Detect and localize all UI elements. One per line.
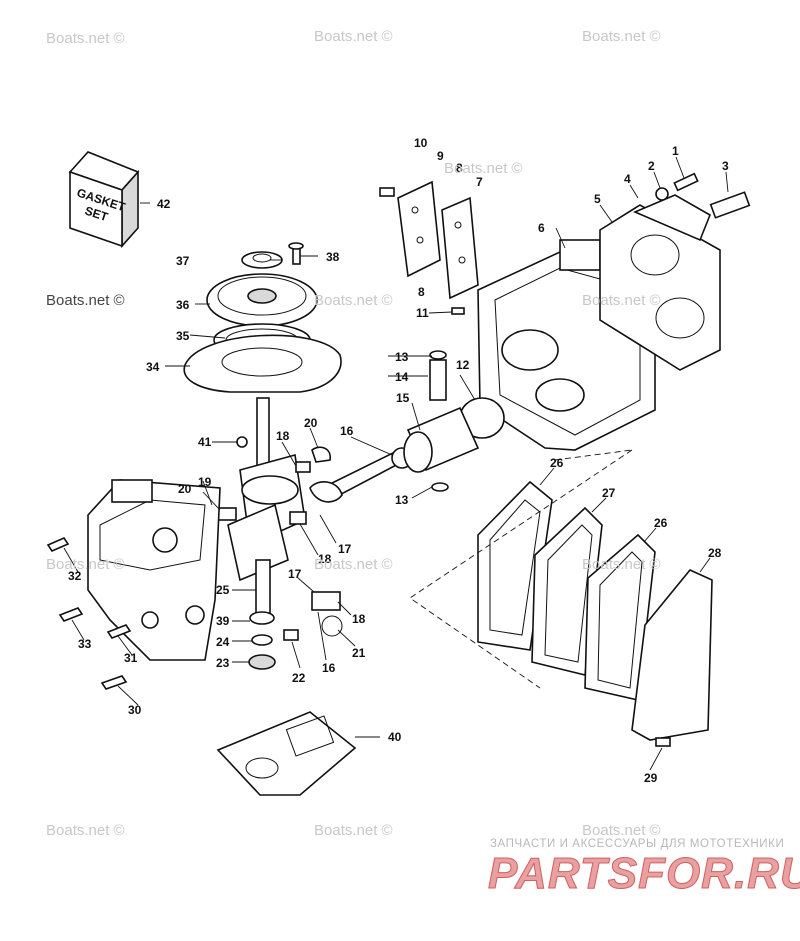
callout-6: 6: [538, 221, 545, 235]
callout-labels: 1 2 3 4 5 6 7 8 8 9 10 11 12 13 13 14 15…: [68, 136, 729, 785]
callout-17a: 17: [338, 542, 352, 556]
watermark: Boats.net ©: [582, 556, 661, 573]
callout-5: 5: [594, 192, 601, 206]
brand-logo: PARTSFOR.RU: [488, 849, 800, 899]
callout-38: 38: [326, 250, 340, 264]
callout-31: 31: [124, 651, 138, 665]
callout-16b: 16: [322, 661, 336, 675]
callout-41: 41: [198, 435, 212, 449]
callout-34: 34: [146, 360, 160, 374]
callout-36: 36: [176, 298, 190, 312]
watermark: Boats.net ©: [582, 822, 661, 839]
watermark: Boats.net ©: [46, 292, 125, 309]
callout-42: 42: [157, 197, 171, 211]
callout-18b: 18: [318, 552, 332, 566]
exhaust-plates: [379, 180, 479, 315]
callout-39: 39: [216, 614, 230, 628]
callout-15: 15: [396, 391, 410, 405]
callout-26a: 26: [550, 456, 564, 470]
callout-13b: 13: [395, 493, 409, 507]
connecting-rod: [217, 446, 413, 641]
callout-37: 37: [176, 254, 190, 268]
flywheel-assembly: [183, 242, 342, 393]
callout-12: 12: [456, 358, 470, 372]
brand-tagline: ЗАПЧАСТИ И АКСЕССУАРЫ ДЛЯ МОТОТЕХНИКИ: [490, 838, 785, 850]
callout-11: 11: [416, 306, 429, 320]
callout-17b: 17: [288, 567, 302, 581]
watermark: Boats.net ©: [46, 30, 125, 47]
base-gasket: [216, 711, 357, 796]
callout-8b: 8: [418, 285, 425, 299]
callout-8a: 8: [456, 161, 463, 175]
brand-logo-text: PARTSFOR.RU: [488, 849, 800, 898]
callout-10: 10: [414, 136, 428, 150]
callout-40: 40: [388, 730, 402, 744]
gasket-set-box: GASKET SET: [68, 151, 140, 249]
watermark: Boats.net ©: [46, 822, 125, 839]
callout-30: 30: [128, 703, 142, 717]
callout-23: 23: [216, 656, 230, 670]
callout-19: 19: [198, 475, 212, 489]
callout-24: 24: [216, 635, 230, 649]
callout-18a: 18: [276, 429, 290, 443]
callout-16a: 16: [340, 424, 354, 438]
callout-33: 33: [78, 637, 92, 651]
transfer-port-covers: [477, 480, 713, 747]
callout-14: 14: [395, 370, 409, 384]
callout-18c: 18: [352, 612, 366, 626]
crankshaft: [227, 397, 306, 670]
callout-26b: 26: [654, 516, 668, 530]
leader-lines: [63, 156, 729, 771]
piston-assembly: [403, 350, 505, 492]
watermark: Boats.net ©: [314, 28, 393, 45]
alignment-lines: [409, 449, 633, 689]
callout-22: 22: [292, 671, 306, 685]
watermark: Boats.net ©: [46, 556, 125, 573]
callout-25: 25: [216, 583, 230, 597]
callout-9: 9: [437, 149, 444, 163]
watermark: Boats.net ©: [314, 292, 393, 309]
callout-35: 35: [176, 329, 190, 343]
callout-7: 7: [476, 175, 483, 189]
callout-27: 27: [602, 486, 616, 500]
callout-4: 4: [624, 172, 631, 186]
callout-3: 3: [722, 159, 729, 173]
callout-28: 28: [708, 546, 722, 560]
callout-13a: 13: [395, 350, 409, 364]
watermark: Boats.net ©: [582, 292, 661, 309]
crankcase-lower: [46, 479, 221, 690]
callout-32: 32: [68, 569, 82, 583]
watermark: Boats.net ©: [582, 28, 661, 45]
callout-1: 1: [672, 144, 679, 158]
callout-21: 21: [352, 646, 366, 660]
watermark: Boats.net ©: [444, 160, 523, 177]
callout-29: 29: [644, 771, 658, 785]
callout-20b: 20: [178, 482, 192, 496]
watermark: Boats.net ©: [314, 822, 393, 839]
callout-2: 2: [648, 159, 655, 173]
watermark: Boats.net ©: [314, 556, 393, 573]
callout-20a: 20: [304, 416, 318, 430]
cylinder-head: [599, 172, 751, 371]
